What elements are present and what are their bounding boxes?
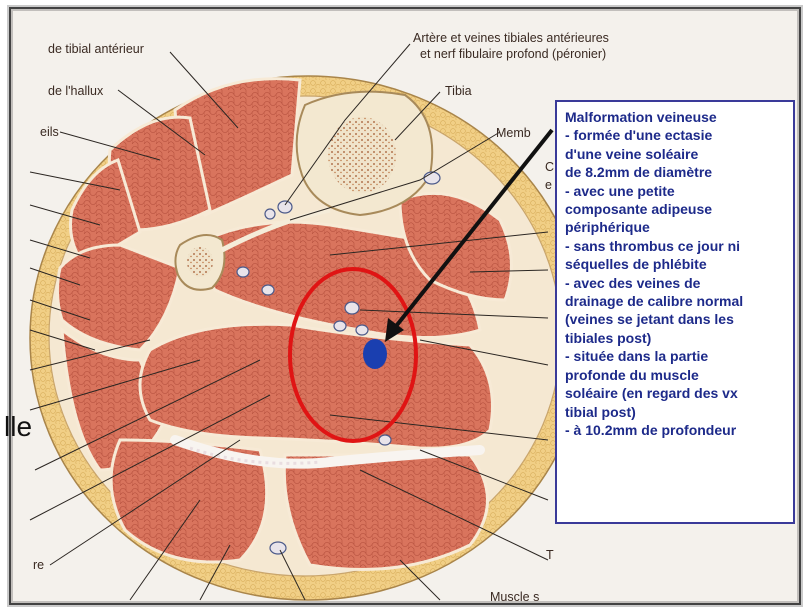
- annotation-line: périphérique: [565, 218, 789, 236]
- label-e-fragment: e: [545, 178, 552, 192]
- label-re-fragment: re: [33, 558, 44, 572]
- label-muscle-fragment: Muscle s: [490, 590, 539, 604]
- annotation-line: - avec une petite: [565, 182, 789, 200]
- annotation-line: de 8.2mm de diamètre: [565, 163, 789, 181]
- annotation-line: d'une veine soléaire: [565, 145, 789, 163]
- annotation-line: - située dans la partie: [565, 347, 789, 365]
- annotation-line: tibiales post): [565, 329, 789, 347]
- annotation-line: - avec des veines de: [565, 274, 789, 292]
- label-arteres-line2: et nerf fibulaire profond (péronier): [420, 47, 606, 61]
- annotation-line: - à 10.2mm de profondeur: [565, 421, 789, 439]
- label-c-fragment: C: [545, 160, 554, 174]
- annotation-title: Malformation veineuse: [565, 108, 789, 126]
- label-hallux: de l'hallux: [48, 84, 103, 98]
- label-tibial-anterieur: de tibial antérieur: [48, 42, 144, 56]
- label-elle-fragment: lle: [4, 412, 32, 442]
- label-membrane: Memb: [496, 126, 531, 140]
- annotation-line: séquelles de phlébite: [565, 255, 789, 273]
- lesion-marker: [363, 339, 387, 369]
- annotation-line: - sans thrombus ce jour ni: [565, 237, 789, 255]
- annotation-line: composante adipeuse: [565, 200, 789, 218]
- label-arteres-line1: Artère et veines tibiales antérieures: [413, 31, 609, 45]
- annotation-line: profonde du muscle: [565, 366, 789, 384]
- annotation-line: drainage de calibre normal: [565, 292, 789, 310]
- annotation-line: - formée d'une ectasie: [565, 126, 789, 144]
- annotation-line: soléaire (en regard des vx: [565, 384, 789, 402]
- label-orteils: eils: [40, 125, 59, 139]
- annotation-line: tibial post): [565, 403, 789, 421]
- label-tibia: Tibia: [445, 84, 472, 98]
- annotation-box: Malformation veineuse - formée d'une ect…: [555, 100, 795, 524]
- annotation-line: (veines se jetant dans les: [565, 310, 789, 328]
- label-t-fragment: T: [546, 548, 554, 562]
